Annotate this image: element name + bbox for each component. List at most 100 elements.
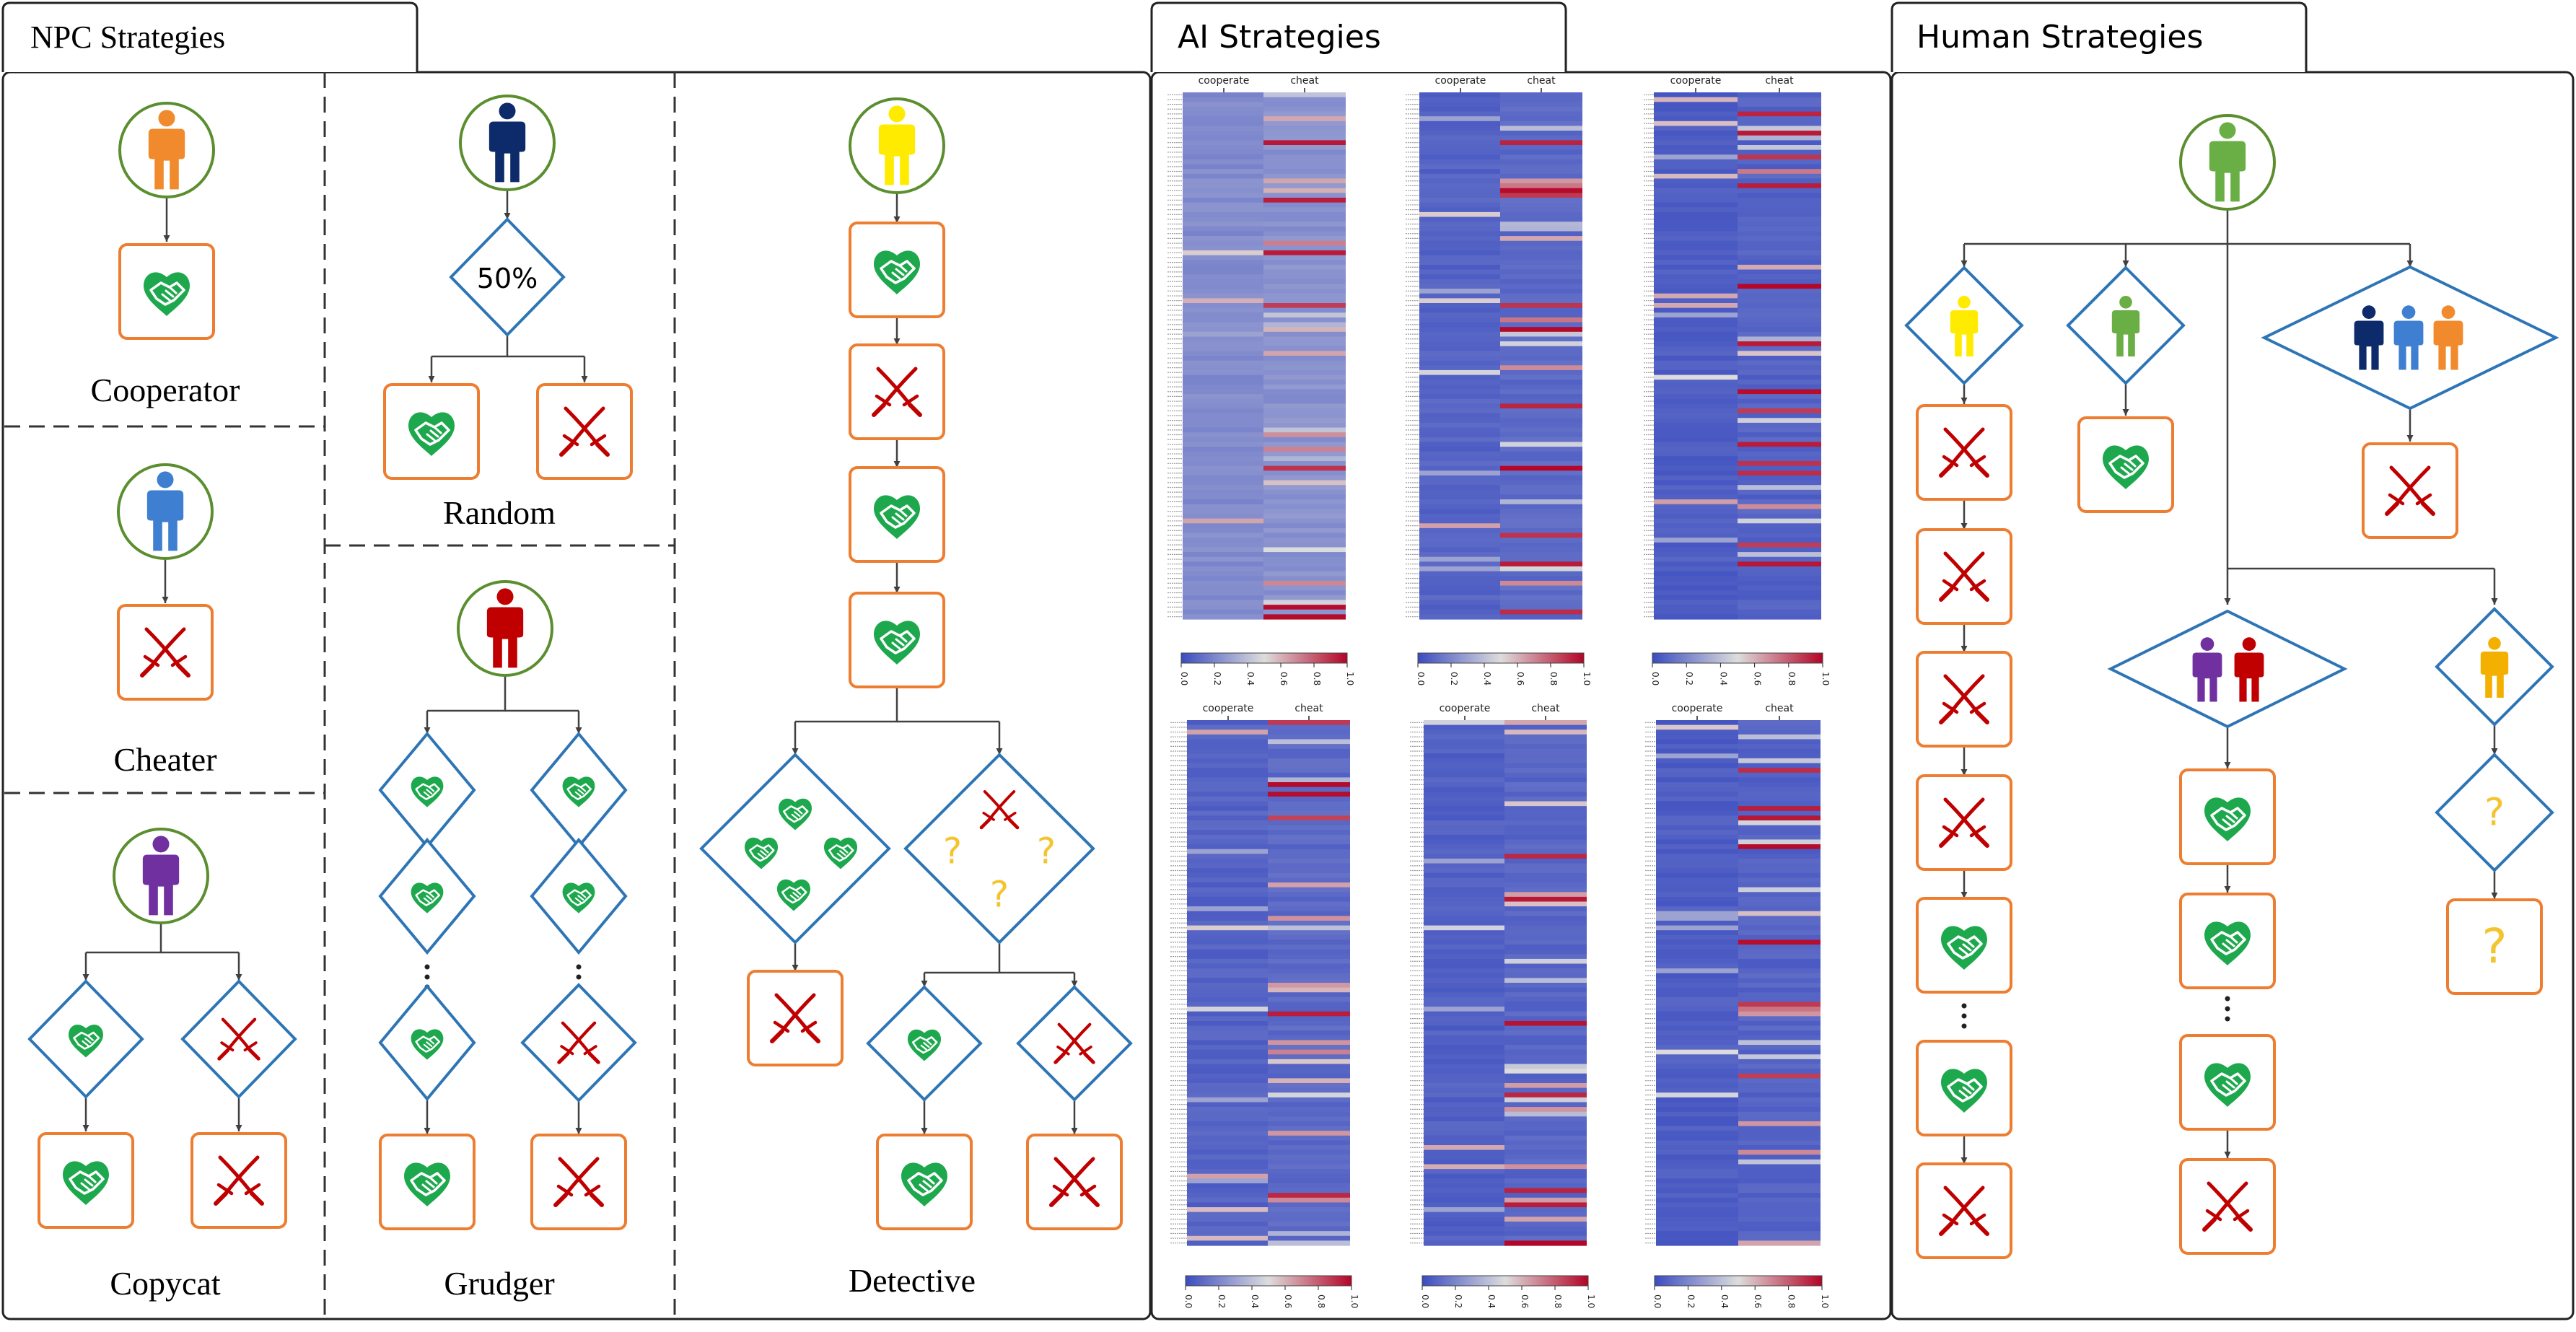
heatmap-cell bbox=[1504, 1102, 1587, 1108]
heatmap-cell bbox=[1268, 739, 1350, 745]
heatmap-cell bbox=[1424, 806, 1506, 812]
heatmap-cell bbox=[1187, 849, 1269, 854]
heatmap-cell bbox=[1419, 480, 1502, 486]
action-box bbox=[2362, 442, 2458, 539]
heatmap-cell bbox=[1738, 514, 1821, 520]
heatmap-cell bbox=[1738, 264, 1821, 271]
heatmap-cell bbox=[1263, 202, 1346, 208]
heatmap-cell bbox=[1504, 820, 1587, 826]
heatmap-cell bbox=[1656, 1040, 1738, 1046]
heatmap-cell bbox=[1263, 427, 1346, 433]
heatmap-cell bbox=[1656, 1240, 1738, 1246]
heatmap-cell bbox=[1504, 1002, 1587, 1007]
heatmap-cell bbox=[1738, 887, 1821, 893]
heatmap-cell bbox=[1656, 882, 1738, 888]
heatmap-cell bbox=[1263, 341, 1346, 347]
heatmap-cell bbox=[1183, 408, 1265, 414]
heatmap-cell bbox=[1424, 958, 1506, 965]
heatmap-cell bbox=[1738, 442, 1821, 447]
heatmap-cell bbox=[1738, 331, 1821, 338]
heatmap-cell bbox=[1183, 327, 1265, 333]
heatmap-cell bbox=[1268, 1240, 1350, 1246]
heatmap-cell bbox=[1738, 1145, 1821, 1151]
heatmap-cell bbox=[1654, 595, 1738, 601]
ellipsis-dot bbox=[2225, 996, 2230, 1002]
heatmap-cell bbox=[1419, 255, 1502, 260]
heatmap-cell bbox=[1424, 858, 1506, 864]
column-header-cooperate: cooperate bbox=[1199, 75, 1250, 87]
heatmap-cell bbox=[1424, 729, 1506, 735]
heatmap-cell bbox=[1656, 973, 1738, 978]
heatmap-cell bbox=[1504, 1231, 1587, 1237]
heatmap-cell bbox=[1263, 504, 1346, 509]
heatmap-cell bbox=[1738, 384, 1821, 390]
heatmap-cell bbox=[1738, 825, 1821, 831]
heatmap-cell bbox=[1738, 1202, 1821, 1208]
heatmap-cell bbox=[1500, 523, 1582, 529]
heatmap-cell bbox=[1738, 408, 1821, 414]
heatmap-cell bbox=[1187, 1149, 1269, 1155]
heatmap-cell bbox=[1656, 1035, 1738, 1041]
heatmap-cell bbox=[1183, 183, 1265, 189]
heatmap-cell bbox=[1500, 422, 1582, 429]
heatmap-cell bbox=[1656, 1020, 1738, 1027]
heatmap-cell bbox=[1656, 925, 1738, 931]
heatmap-cell bbox=[1263, 307, 1346, 313]
heatmap-cell bbox=[1187, 1207, 1269, 1213]
heatmap-cell bbox=[1187, 1164, 1269, 1170]
heatmap-cell bbox=[1187, 834, 1269, 841]
heatmap-cell bbox=[1654, 106, 1738, 113]
heatmap-cell bbox=[1504, 1202, 1587, 1208]
heatmap-cell bbox=[1263, 533, 1346, 538]
heatmap-cell bbox=[1656, 1154, 1738, 1160]
heatmap-cell bbox=[1504, 1154, 1587, 1160]
heatmap-cell bbox=[1656, 1197, 1738, 1204]
heatmap-cell bbox=[1183, 571, 1265, 577]
heatmap-cell bbox=[1419, 159, 1502, 165]
heatmap-cell bbox=[1504, 1016, 1587, 1022]
heatmap-cell bbox=[1268, 1016, 1350, 1022]
heatmap-cell bbox=[1500, 538, 1582, 543]
heatmap-cell bbox=[1504, 930, 1587, 936]
heatmap-cell bbox=[1187, 1221, 1269, 1227]
heatmap-cell bbox=[1424, 763, 1506, 768]
heatmap-cell bbox=[1268, 1235, 1350, 1241]
heatmap-cell bbox=[1424, 992, 1506, 998]
heatmap-cell bbox=[1500, 542, 1582, 548]
heatmap-cell bbox=[1738, 729, 1821, 735]
heatmap-cell bbox=[1738, 126, 1821, 131]
heatmap-cell bbox=[1654, 92, 1738, 98]
heatmap-cell bbox=[1419, 451, 1502, 457]
heatmap-cell bbox=[1419, 126, 1502, 131]
heatmap-cell bbox=[1654, 169, 1738, 175]
heatmap-cell bbox=[1504, 877, 1587, 883]
heatmap-cell bbox=[1654, 116, 1738, 122]
heatmap-cell bbox=[1183, 518, 1265, 524]
heatmap-cell bbox=[1419, 102, 1502, 108]
heatmap-cell bbox=[1738, 1231, 1821, 1237]
heatmap-cell bbox=[1738, 1226, 1821, 1232]
heatmap-cell bbox=[1268, 996, 1350, 1003]
heatmap-cell bbox=[1187, 777, 1269, 783]
heatmap-cell bbox=[1268, 1082, 1350, 1089]
heatmap-cell bbox=[1654, 236, 1738, 242]
heatmap-cell bbox=[1654, 605, 1738, 610]
heatmap-cell bbox=[1183, 178, 1265, 184]
heatmap-cell bbox=[1187, 863, 1269, 869]
heatmap-cell bbox=[1738, 1020, 1821, 1027]
heatmap-cell bbox=[1419, 585, 1502, 591]
heatmap-cell bbox=[1654, 293, 1738, 299]
heatmap-cell bbox=[1419, 322, 1502, 328]
heatmap-cell bbox=[1656, 777, 1738, 783]
heatmap-cell bbox=[1419, 97, 1502, 102]
heatmap-cell bbox=[1187, 1240, 1269, 1246]
heatmap-cell bbox=[1263, 489, 1346, 496]
heatmap-cell bbox=[1656, 739, 1738, 745]
heatmap-cell bbox=[1738, 1235, 1821, 1241]
heatmap-cell bbox=[1183, 126, 1265, 131]
heatmap-cell bbox=[1183, 331, 1265, 338]
heatmap-cell bbox=[1424, 1016, 1506, 1022]
heatmap-cell bbox=[1183, 131, 1265, 136]
heatmap-cell bbox=[1738, 566, 1821, 572]
